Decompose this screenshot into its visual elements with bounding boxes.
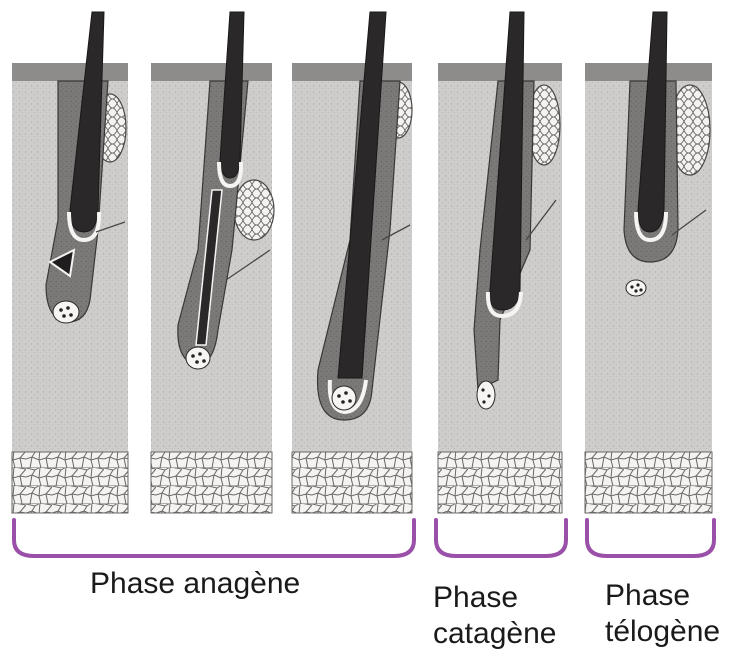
label-phase-catagen: Phase catagène [433, 580, 556, 652]
follicle-panel-2 [151, 12, 274, 513]
follicle-panel-4 [438, 12, 562, 513]
follicle-panel-5 [585, 12, 712, 513]
label-phase-anagen: Phase anagène [90, 566, 300, 602]
bracket-anagen [14, 520, 414, 556]
follicle-panel-1 [12, 12, 128, 513]
follicle-panel-3 [292, 12, 412, 513]
label-phase-telogen: Phase télogène [605, 578, 720, 650]
bracket-telogen [587, 520, 714, 556]
bracket-catagen [436, 520, 566, 556]
